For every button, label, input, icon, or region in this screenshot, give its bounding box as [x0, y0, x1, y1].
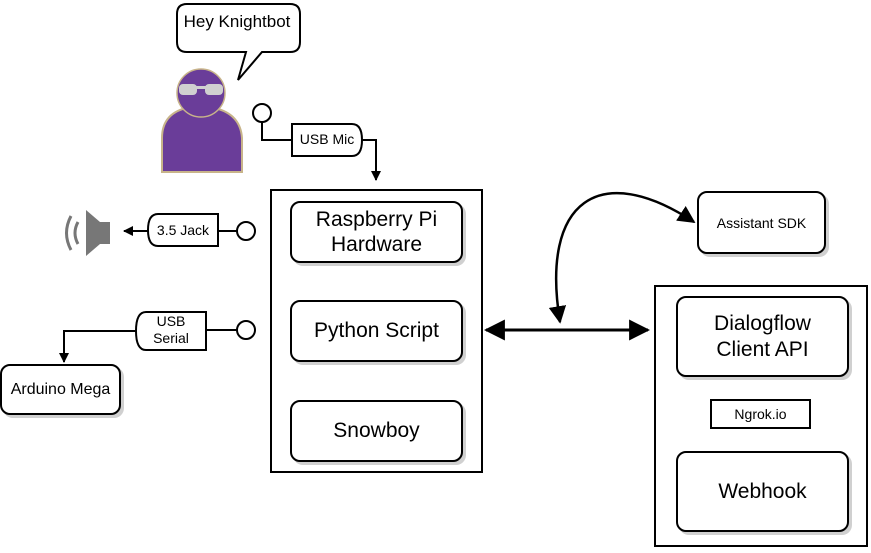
python-script-box: Python Script — [290, 300, 463, 362]
dialogflow-box: Dialogflow Client API — [676, 296, 849, 377]
webhook-label: Webhook — [718, 479, 807, 503]
raspberry-pi-hardware-box: Raspberry Pi Hardware — [290, 201, 463, 263]
jack-connector-shape — [146, 213, 219, 247]
jack-label: 3.5 Jack — [156, 222, 210, 238]
snowboy-box: Snowboy — [290, 400, 463, 462]
usb-mic-label: USB Mic — [299, 131, 355, 147]
usb-mic-port — [252, 103, 272, 123]
speech-bubble-text: Hey Knightbot — [183, 12, 291, 31]
arduino-mega-box: Arduino Mega — [0, 364, 121, 415]
person-with-sunglasses-icon — [161, 68, 243, 173]
speech-bubble-shape — [176, 3, 301, 81]
assistant-sdk-label: Assistant SDK — [716, 214, 807, 231]
ngrok-label: Ngrok.io — [734, 406, 787, 422]
usb-serial-port — [236, 320, 256, 340]
arduino-mega-label: Arduino Mega — [10, 380, 111, 398]
ngrok-box: Ngrok.io — [710, 399, 811, 429]
usb-serial-label: USB Serial — [153, 313, 189, 346]
raspberry-pi-hardware-label: Raspberry Pi Hardware — [315, 207, 438, 256]
dialogflow-label: Dialogflow Client API — [714, 312, 811, 361]
snowboy-label: Snowboy — [333, 419, 420, 443]
assistant-sdk-box: Assistant SDK — [697, 191, 826, 254]
speaker-icon — [65, 210, 110, 256]
webhook-box: Webhook — [676, 451, 849, 532]
jack-port — [236, 221, 256, 241]
python-script-label: Python Script — [314, 319, 439, 343]
